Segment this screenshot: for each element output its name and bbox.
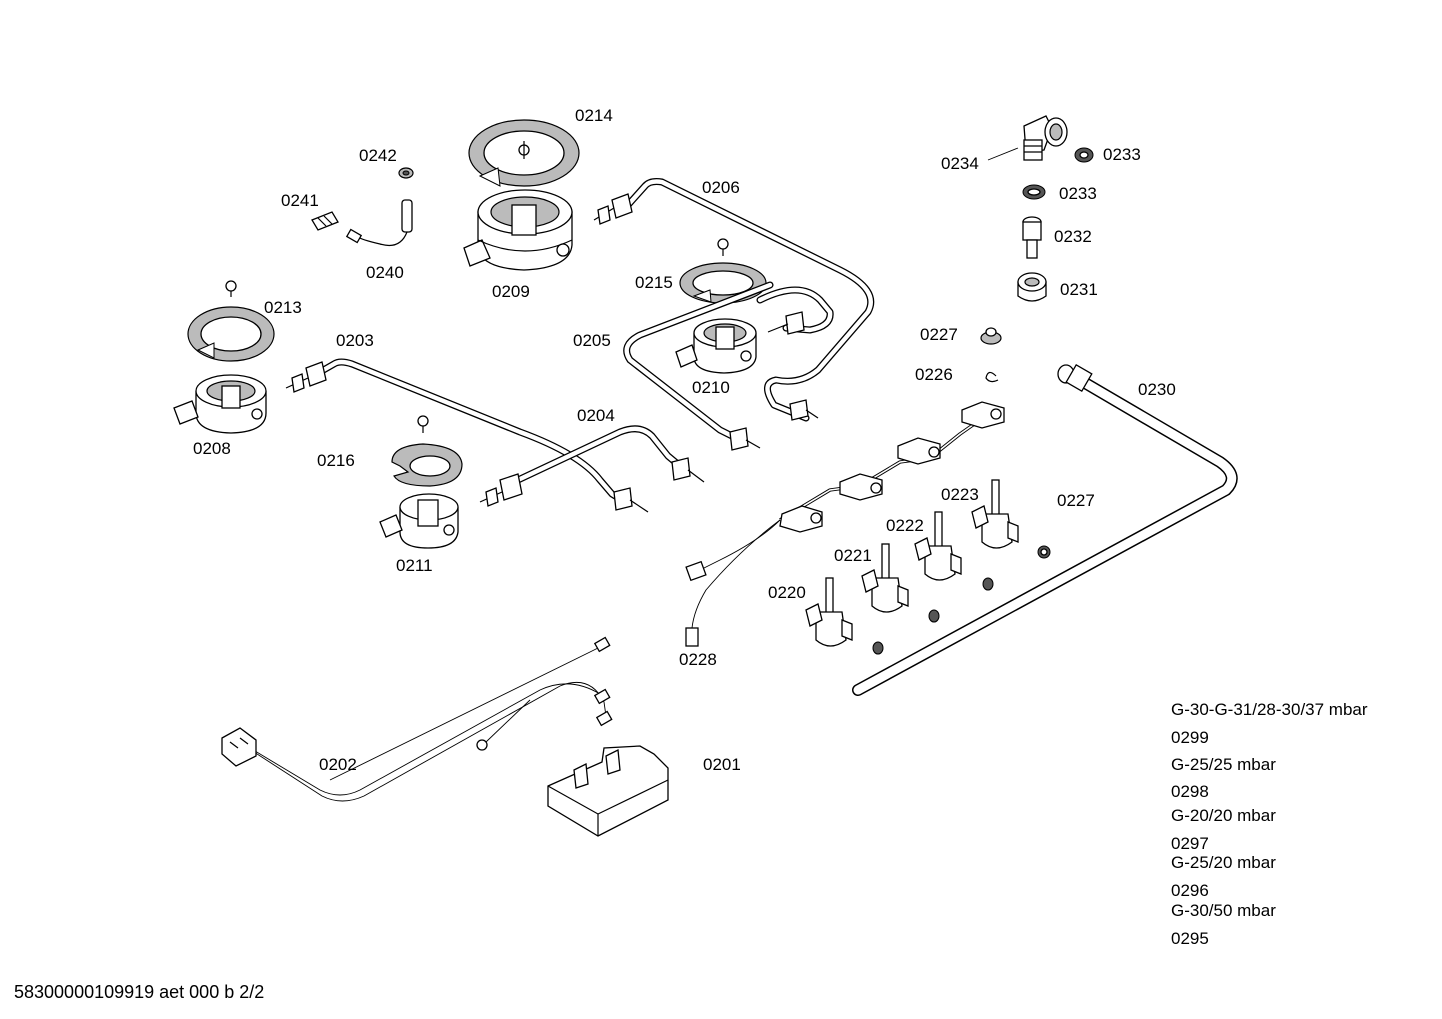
spark-switch-4 <box>961 401 1005 429</box>
part-0216-gasket <box>391 415 463 487</box>
part-0222-gas-tap <box>914 511 962 581</box>
part-0240-electrode <box>345 199 413 247</box>
label-0205: 0205 <box>573 331 611 350</box>
label-0208: 0208 <box>193 439 231 458</box>
part-0208-burner-cup <box>173 374 267 434</box>
part-0201-spark-generator <box>547 745 669 837</box>
part-0231-nut <box>1017 272 1047 302</box>
label-0227-a: 0227 <box>920 325 958 344</box>
label-0227-b: 0227 <box>1057 491 1095 510</box>
spark-switch-3 <box>897 437 941 465</box>
label-0215: 0215 <box>635 273 673 292</box>
label-0242: 0242 <box>359 146 397 165</box>
legend-line-6: 0297 <box>1171 834 1209 853</box>
part-0234-elbow <box>987 115 1068 161</box>
part-0227-ring-a <box>980 327 1002 345</box>
document-code: 58300000109919 aet 000 b 2/2 <box>14 982 265 1002</box>
spark-switch-1 <box>779 505 823 533</box>
part-0228-ignition-harness <box>685 401 1005 647</box>
label-0233-b: 0233 <box>1059 184 1097 203</box>
part-0203-gas-tube <box>285 358 649 513</box>
legend-line-9: G-30/50 mbar <box>1171 901 1276 920</box>
part-0226-clip <box>985 371 999 383</box>
label-0214: 0214 <box>575 106 613 125</box>
part-0214-gasket <box>468 119 580 187</box>
legend-line-4: 0298 <box>1171 782 1209 801</box>
label-0241: 0241 <box>281 191 319 210</box>
spark-switch-2 <box>839 473 883 501</box>
label-0220: 0220 <box>768 583 806 602</box>
part-0242-nut <box>398 167 414 179</box>
part-0221-gas-tap <box>861 543 909 613</box>
legend-line-10: 0295 <box>1171 929 1209 948</box>
part-0202-cable-harness <box>221 636 613 802</box>
label-0231: 0231 <box>1060 280 1098 299</box>
label-0228: 0228 <box>679 650 717 669</box>
part-0209-burner-cup <box>463 189 573 271</box>
part-0230-manifold-pipe <box>852 363 1238 696</box>
part-0233-seal-b <box>1022 184 1046 200</box>
part-0205-gas-tube <box>623 281 834 451</box>
label-0232: 0232 <box>1054 227 1092 246</box>
part-0210-burner-cup <box>675 318 757 374</box>
part-0223-gas-tap <box>971 479 1019 549</box>
legend-line-7: G-25/20 mbar <box>1171 853 1276 872</box>
part-0241-clip <box>311 211 339 231</box>
label-0221: 0221 <box>834 546 872 565</box>
label-0216: 0216 <box>317 451 355 470</box>
label-0211: 0211 <box>396 556 433 575</box>
label-0201: 0201 <box>703 755 741 774</box>
label-0223: 0223 <box>941 485 979 504</box>
part-0204-gas-tube <box>479 425 705 507</box>
label-0203: 0203 <box>336 331 374 350</box>
label-0210: 0210 <box>692 378 730 397</box>
part-0220-gas-tap <box>805 577 853 647</box>
legend-line-2: 0299 <box>1171 728 1209 747</box>
label-0213: 0213 <box>264 298 302 317</box>
legend-line-8: 0296 <box>1171 881 1209 900</box>
label-0206: 0206 <box>702 178 740 197</box>
label-0234: 0234 <box>941 154 979 173</box>
legend-line-1: G-30-G-31/28-30/37 mbar <box>1171 700 1368 719</box>
part-0232-nozzle <box>1022 216 1042 259</box>
label-0209: 0209 <box>492 282 530 301</box>
part-0227-ring-b <box>1037 545 1051 559</box>
tap-seals <box>872 577 994 655</box>
part-0233-seal-a <box>1074 147 1094 163</box>
label-0204: 0204 <box>577 406 615 425</box>
label-0230: 0230 <box>1138 380 1176 399</box>
label-0240: 0240 <box>366 263 404 282</box>
label-0202: 0202 <box>319 755 357 774</box>
label-0222: 0222 <box>886 516 924 535</box>
label-0233-a: 0233 <box>1103 145 1141 164</box>
part-0211-burner-cup <box>379 493 459 549</box>
part-0213-gasket <box>187 280 275 362</box>
label-0226: 0226 <box>915 365 953 384</box>
legend-line-3: G-25/25 mbar <box>1171 755 1276 774</box>
part-0206-gas-tube <box>593 178 875 422</box>
legend-line-5: G-20/20 mbar <box>1171 806 1276 825</box>
